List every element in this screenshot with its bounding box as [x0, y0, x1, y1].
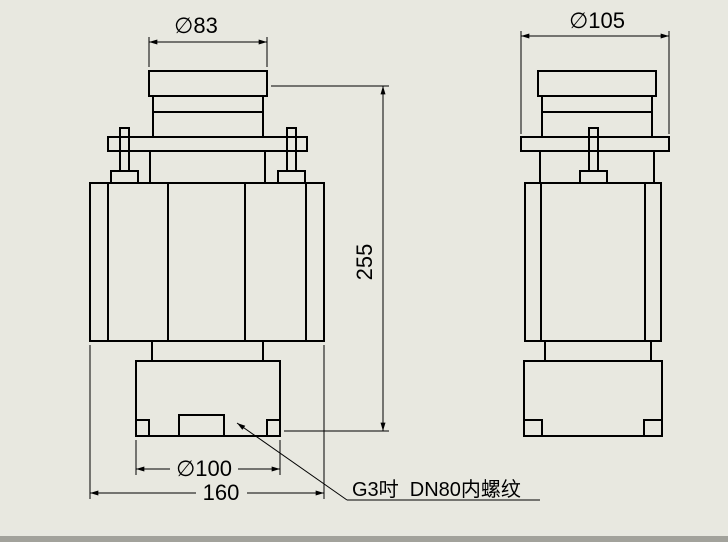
dim-dia83-text[interactable]: ∅83 [174, 13, 218, 38]
front-right-stud [286, 127, 297, 172]
side-flange-outline [520, 136, 670, 152]
sheet-edge [0, 536, 728, 542]
front-view-dimensions[interactable]: ∅83 255 ∅100 160 [89, 13, 389, 505]
front-upper-neck-outline [152, 95, 264, 138]
side-body-outline [524, 182, 662, 342]
front-base-neck-outline [151, 340, 264, 362]
dim-height255-text[interactable]: 255 [352, 244, 377, 281]
side-base-step-right [643, 419, 662, 436]
front-right-nut [277, 170, 306, 184]
dim-dia100-text[interactable]: ∅100 [176, 456, 232, 481]
thread-note-text[interactable]: G3吋 DN80内螺纹 [352, 478, 521, 501]
dim-dia105-text[interactable]: ∅105 [569, 8, 625, 33]
front-view[interactable] [89, 70, 325, 437]
side-view[interactable] [520, 70, 670, 437]
side-base-neck-outline [544, 340, 652, 362]
front-thread-relief-notch [178, 414, 225, 436]
side-base-cup-outline [523, 360, 663, 437]
front-lower-neck-outline [149, 150, 266, 184]
front-base-step-left [136, 419, 150, 436]
front-flange-outline [107, 136, 308, 152]
dim-width160-text[interactable]: 160 [203, 480, 240, 505]
side-nut [579, 170, 608, 184]
front-base-cup-outline [135, 360, 281, 437]
leader-line [236, 422, 348, 501]
side-base-step-left [524, 419, 543, 436]
front-cap-outline [148, 70, 268, 97]
side-stud [588, 127, 599, 172]
front-base-step-right [266, 419, 280, 436]
side-view-dimensions[interactable]: ∅105 [520, 8, 670, 134]
front-body-outline [89, 182, 325, 342]
front-left-stud [119, 127, 130, 172]
thread-note-leader[interactable]: G3吋 DN80内螺纹 [236, 422, 540, 501]
side-cap-outline [537, 70, 657, 97]
front-left-nut [110, 170, 139, 184]
